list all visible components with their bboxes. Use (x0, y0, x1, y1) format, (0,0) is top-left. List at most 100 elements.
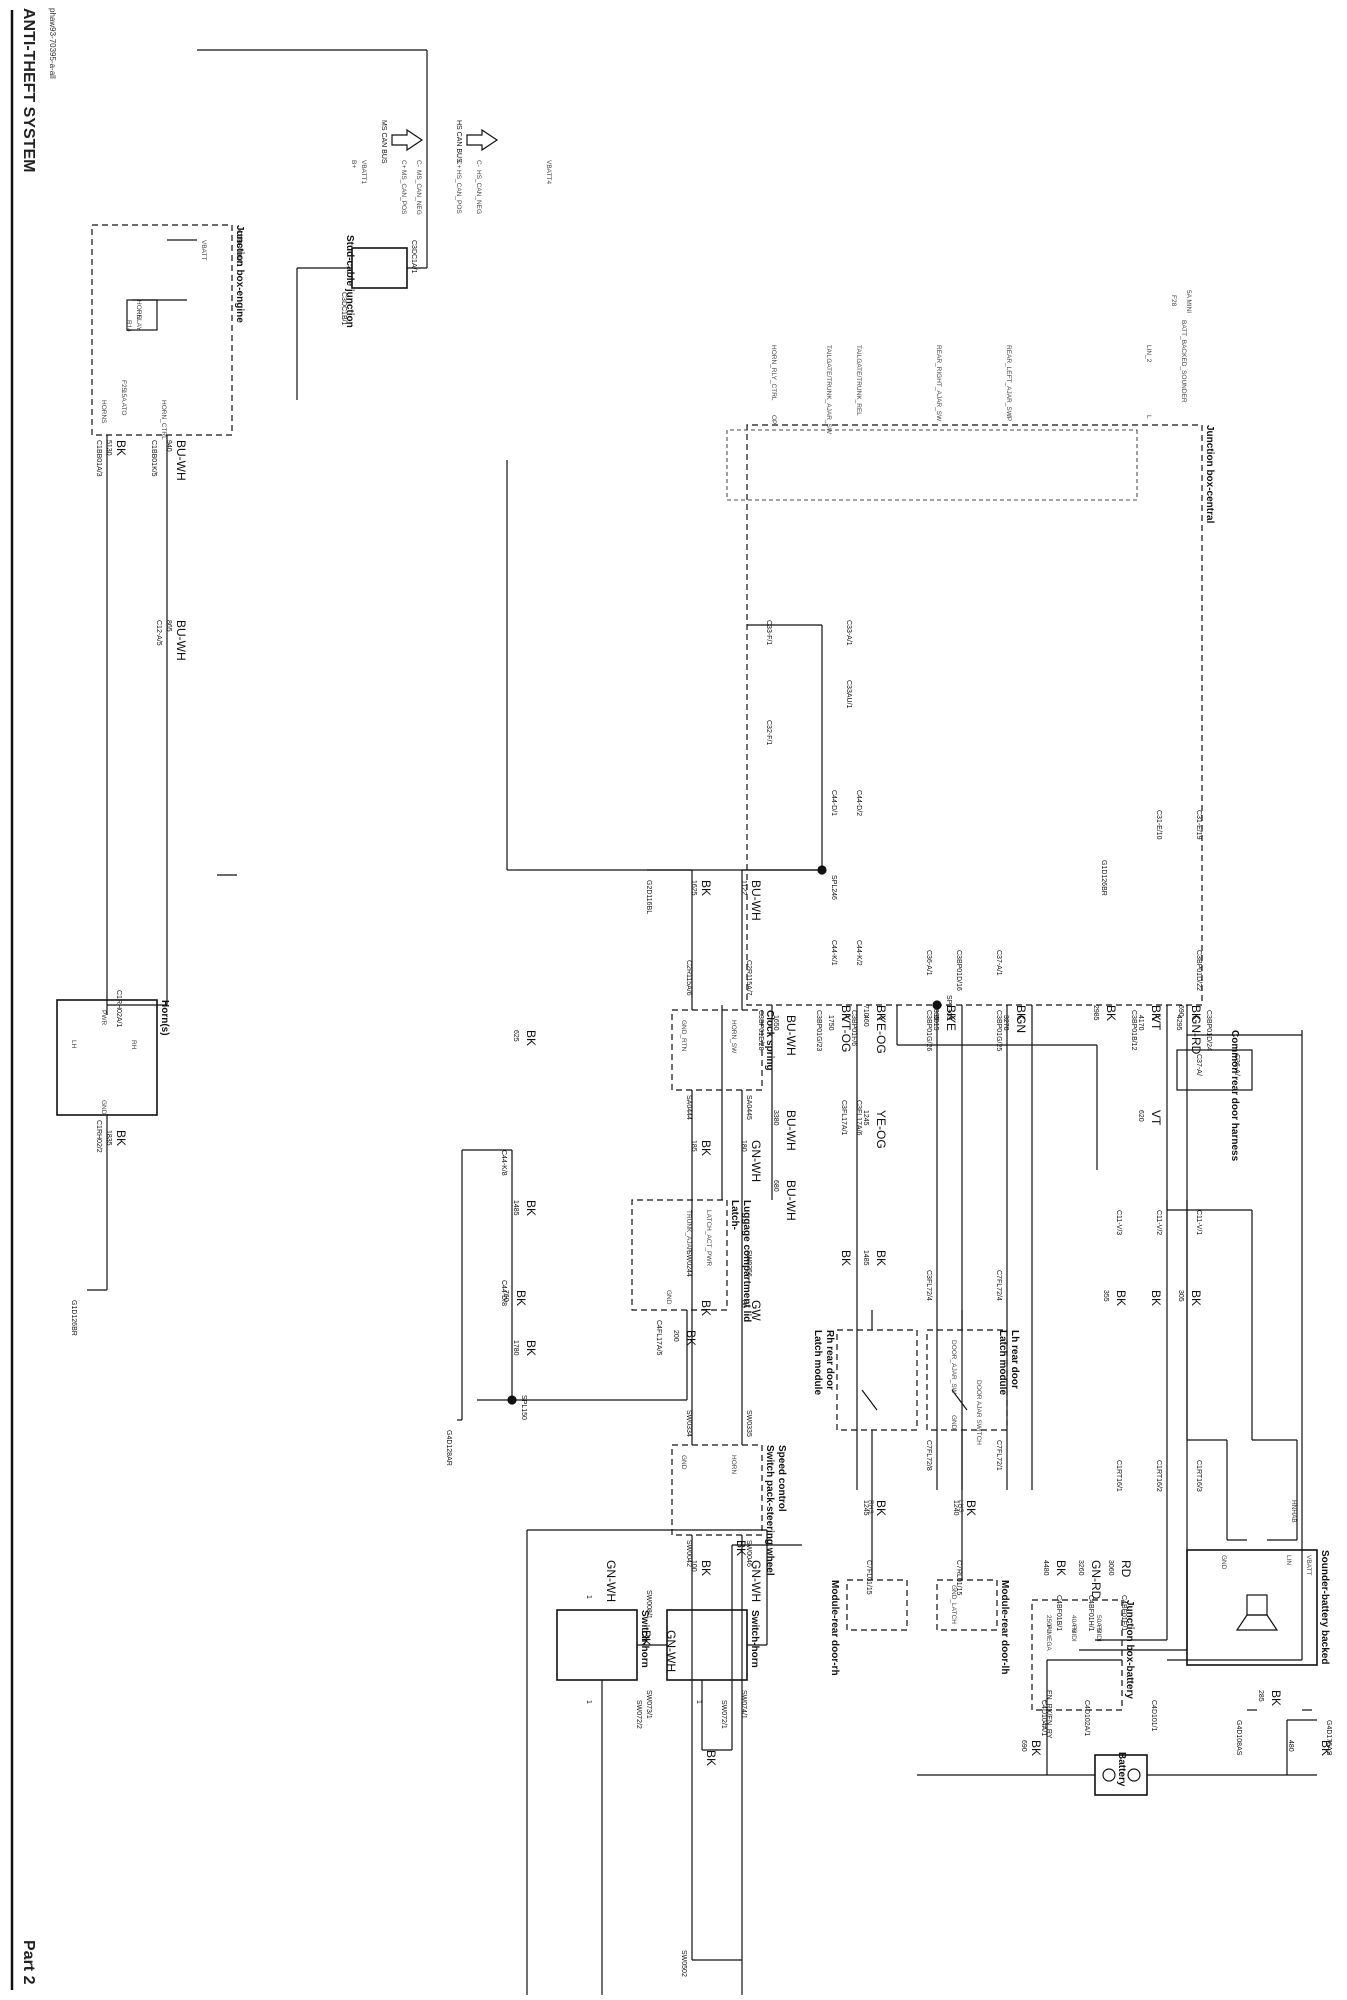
wire-number: 940 (165, 440, 172, 452)
pin-label: VBATT (1305, 1555, 1312, 1575)
latch-luggage-title-2: Luggage compartment lid (741, 1200, 752, 1322)
page-title: ANTI-THEFT SYSTEM (20, 8, 37, 173)
battery-title: Battery (1116, 1752, 1127, 1787)
pin-label: 15A ATO (120, 390, 127, 415)
wire-label: VT (1149, 1015, 1163, 1031)
wire-label: BK (699, 1560, 713, 1576)
rh-latch-box (836, 1329, 918, 1431)
connector-label: C37-A/1 (995, 950, 1002, 976)
wire-number: 1485 (512, 1200, 519, 1216)
connector-label: C3DC1B/1 (340, 292, 347, 326)
connector-label: C31-E/19 (1195, 810, 1202, 840)
jb-central-title: Junction box-central (1204, 425, 1215, 524)
connector-label: C12-A/5 (155, 620, 162, 646)
connector-label: C7FL72/8 (925, 1440, 932, 1471)
pin-label: MS_CAN_POS (400, 170, 407, 215)
pin-label: REAR_LEFT_AJAR_SW (1005, 345, 1012, 418)
wire-label: BK (1014, 1005, 1028, 1021)
wire-number: 4480 (1042, 1560, 1049, 1576)
connector-label: C1RT16/2 (1155, 1460, 1162, 1492)
connector-label: C2R115A/6 (685, 960, 692, 996)
connector-label: C1RH02/2 (95, 1120, 102, 1153)
wire-number: 4295 (1175, 1015, 1182, 1031)
pin-label: F5 (1095, 1625, 1102, 1633)
connector-label: C7FL72/1 (995, 1440, 1002, 1471)
wire-number: 185 (690, 1140, 697, 1152)
pin-label: MS_CAN_NEG (415, 170, 422, 215)
ground-label: G2D116BL (645, 880, 652, 914)
wire-number: 305 (1177, 1290, 1184, 1302)
connector-label: C11-V/2 (1155, 1210, 1162, 1235)
wire-label: BU-WH (749, 880, 763, 921)
wire-label: GN-RD (1089, 1560, 1103, 1600)
wire-number: 100 (690, 1560, 697, 1572)
wire-number: 1650 (772, 1015, 779, 1031)
speed-control-title: Speed control (776, 1445, 787, 1512)
connector-label: SW0334 (685, 1410, 692, 1437)
splice-label: SPL305 (945, 995, 952, 1020)
jb-engine-title: Junction box-engine (234, 225, 245, 323)
wire-label: BK (839, 1005, 853, 1021)
wire-label: BU-WH (174, 620, 188, 661)
pin-label: LIN (1285, 1555, 1292, 1565)
pin-label: RH (130, 1040, 137, 1050)
wire-number: 2985 (1092, 1005, 1099, 1021)
connector-label: C1RH02A/1 (115, 990, 122, 1027)
connector-label: C11-V/3 (1115, 1210, 1122, 1235)
wire-number: 3270 (1002, 1015, 1009, 1031)
pin-label: IP (1005, 415, 1012, 421)
connector-label: C31-E/10 (1155, 810, 1162, 840)
wire-number: 80 (740, 1300, 747, 1308)
switch-horn-2-title: Switch-horn (639, 1610, 650, 1668)
sounder-box (1186, 1549, 1318, 1666)
pin-label: B+ (350, 160, 357, 168)
ground-label: G1D126BR (70, 1300, 77, 1336)
pin-label: R14 (125, 320, 132, 332)
wire-name: LHS (957, 1500, 964, 1513)
wire-label: BK (944, 1005, 958, 1021)
ground-label: G4D176AS (1325, 1720, 1332, 1756)
wire-number: 1245 (862, 1500, 869, 1516)
wire-name: HNHAB (1290, 1500, 1297, 1523)
connector-label: C32-F/1 (765, 720, 772, 745)
switch-horn-2-box (556, 1609, 638, 1681)
connector-label: C4BF01E/1 (1120, 1595, 1127, 1631)
legend-text: Common rear door harness (1229, 1030, 1240, 1162)
connector-label: C33-A/1 (845, 620, 852, 646)
connector-label: C3BP01F/6 (850, 1010, 857, 1046)
pin-label: TRUNK_AJAR (685, 1210, 692, 1253)
wire-label: YE-OG (874, 1110, 888, 1149)
module-lh-title: Module-rear door-lh (999, 1580, 1010, 1674)
wire-label: BK (874, 1005, 888, 1021)
wire-number: 690 (1177, 1005, 1184, 1017)
connector-label: C1BB01A/3 (95, 440, 102, 477)
wire-label: BU-WH (784, 1180, 798, 1221)
wire-label: BK (699, 1140, 713, 1156)
connector-label: C33-F/1 (765, 620, 772, 645)
wire-label: BK (114, 1130, 128, 1146)
connector-label: C1BB01K/5 (150, 440, 157, 477)
wire-label: VT (1149, 1110, 1163, 1126)
connector-label: C33AU/1 (845, 680, 852, 709)
wire-number: 1485 (862, 1250, 869, 1266)
connector-label: C3BP01G/23 (815, 1010, 822, 1051)
connector-label: SA0444 (685, 1095, 692, 1120)
wire-label: BK (874, 1250, 888, 1266)
connector-label: C4D101/1 (1150, 1700, 1157, 1732)
pin-label: RELAY (135, 310, 142, 331)
wire-label: RD (1119, 1560, 1133, 1578)
wire-label: BK (734, 1540, 748, 1556)
jb-engine-box (91, 224, 233, 436)
module-rh-title: Module-rear door-rh (829, 1580, 840, 1676)
wire-number: 3060 (1107, 1560, 1114, 1576)
pin-label: F6 (1070, 1625, 1077, 1633)
wire-label: BK (1189, 1290, 1203, 1306)
legend-conn-b: C37-A/ (1195, 1054, 1202, 1076)
pin-label: HORNS (100, 400, 107, 424)
connector-label: C44-D/2 (855, 790, 862, 816)
wire-label: BU-WH (784, 1110, 798, 1151)
connector-label: SW0335 (745, 1410, 752, 1437)
wire-label: BK (1149, 1290, 1163, 1306)
pin-label: TAILGATE/TRUNK_AJAR_SW (825, 345, 832, 435)
wire-label: BK (1149, 1005, 1163, 1021)
